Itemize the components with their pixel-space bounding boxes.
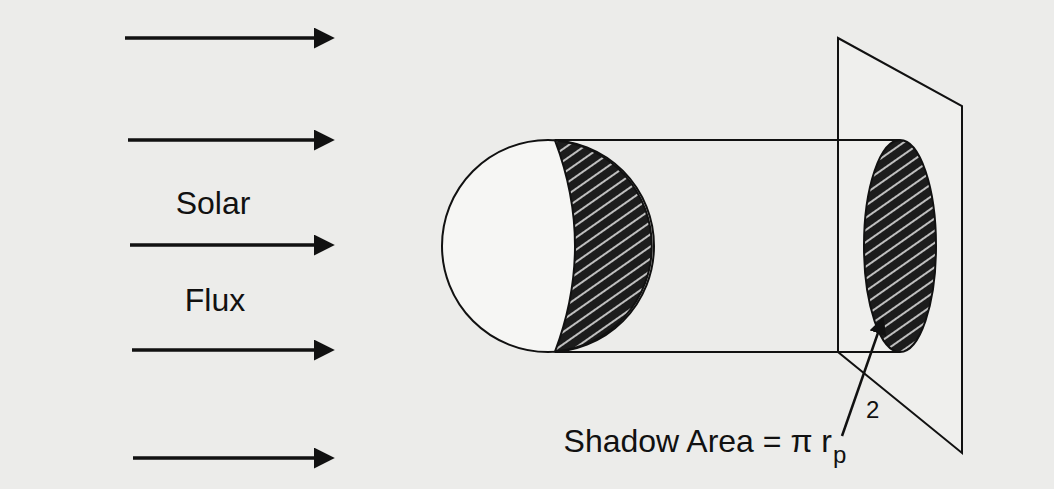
flux-label: Flux [185,284,245,316]
cylinder-edge [555,351,900,353]
shadow-ellipse [864,140,936,352]
night-side [555,140,652,351]
flux-arrow [125,36,318,40]
flux-arrow [132,348,318,352]
solar-flux-arrows [125,38,318,458]
superscript: 2 [866,398,879,422]
flux-label: Solar [176,187,251,219]
planet-sphere [442,140,654,352]
flux-arrow [128,138,318,142]
shadow-plane [838,38,962,453]
plane-outline [838,38,962,453]
flux-arrow [133,456,318,460]
subscript: p [833,443,846,467]
shadow-cylinder [555,140,900,352]
leader-arrow [842,330,879,436]
cylinder-edge [555,139,900,141]
shadow-area-label: Shadow Area = π r [564,425,832,457]
flux-arrow [130,243,318,247]
